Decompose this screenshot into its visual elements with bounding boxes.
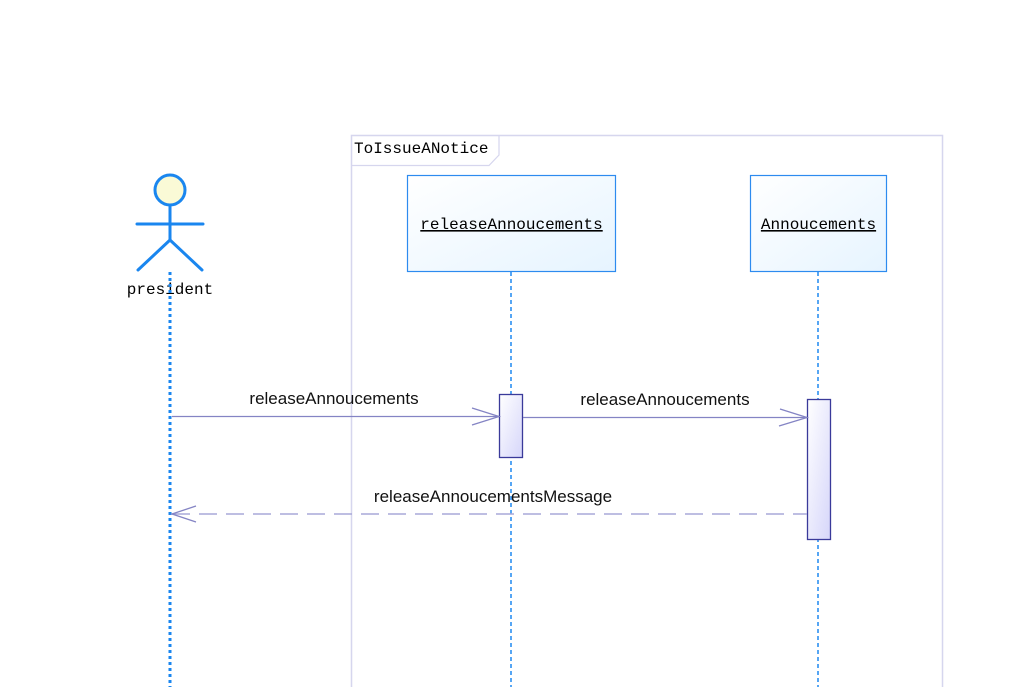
actor-president[interactable]: president: [127, 173, 213, 299]
lifeline-head-box: [406, 174, 617, 273]
lifeline-Annoucements[interactable]: Annoucements: [749, 174, 888, 273]
message-2[interactable]: releaseAnnoucements: [523, 390, 810, 427]
stick-figure-actor-icon: [135, 173, 205, 272]
open-arrowhead-icon: [778, 408, 810, 427]
activation-bar-releaseAnnoucements[interactable]: [498, 393, 524, 459]
message-3-return[interactable]: releaseAnnoucementsMessage: [169, 487, 807, 523]
lifeline-label: releaseAnnoucements: [420, 216, 602, 234]
message-label: releaseAnnoucementsMessage: [374, 487, 612, 506]
frame-label: ToIssueANotice: [354, 140, 488, 158]
frame-label-tab: [351, 135, 500, 167]
open-arrowhead-icon: [169, 505, 197, 523]
actor-right-leg: [168, 238, 204, 272]
frame-border: [350, 134, 944, 687]
message-label: releaseAnnoucements: [580, 390, 749, 409]
lifeline-releaseAnnoucements[interactable]: releaseAnnoucements: [406, 174, 617, 273]
actor-head: [153, 173, 187, 207]
lifeline-head-box: [749, 174, 888, 273]
message-label: releaseAnnoucements: [249, 389, 418, 408]
interaction-frame: ToIssueANotice: [350, 134, 944, 687]
actor-left-leg: [136, 238, 172, 272]
open-arrowhead-icon: [471, 407, 502, 426]
message-1[interactable]: releaseAnnoucements: [172, 389, 502, 426]
activation-bar-Annoucements[interactable]: [806, 398, 832, 541]
lifeline-label: Annoucements: [761, 216, 876, 234]
